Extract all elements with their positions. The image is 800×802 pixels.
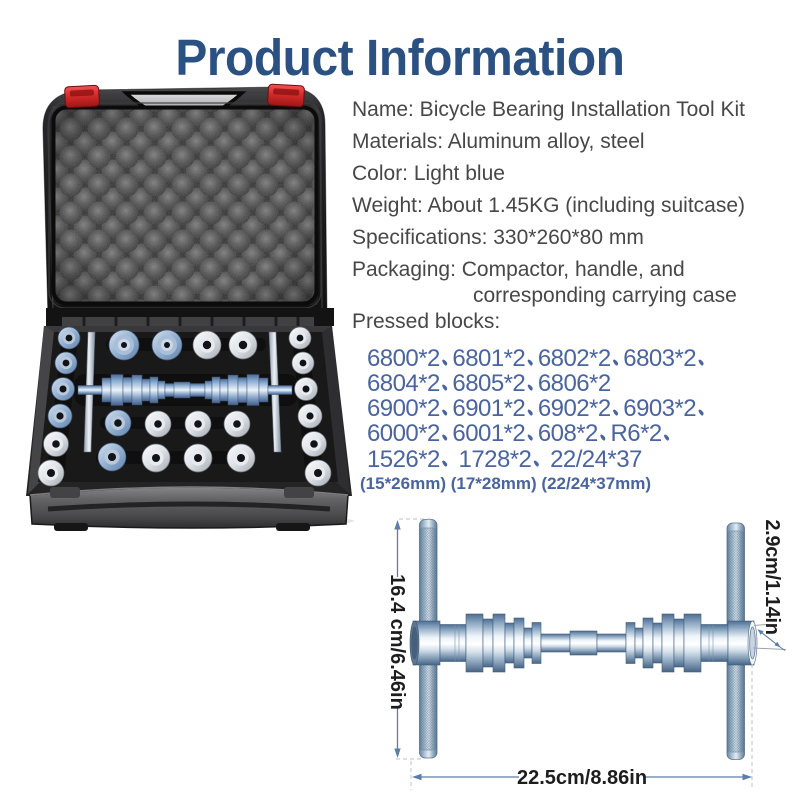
disc-row-bottom (97, 442, 256, 473)
latch-right-icon (267, 83, 305, 108)
lid-foam (48, 102, 322, 309)
spec-specifications: Specifications: 330*260*80 mm (352, 226, 644, 250)
spec-pressed-blocks-label: Pressed blocks: (352, 310, 501, 334)
pressed-blocks-line: 1526*2、 1728*2、 22/24*37 (367, 445, 642, 473)
disc-row-top (108, 329, 258, 361)
case-hinge-band (46, 308, 334, 328)
disc-column-right (288, 326, 332, 487)
spec-list: Name: Bicycle Bearing Installation Tool … (352, 94, 798, 493)
pressed-blocks-line: 6900*2、6901*2、6902*2、6903*2、 (367, 395, 709, 423)
disc-row-middle (104, 409, 251, 438)
spec-weight: Weight: About 1.45KG (including suitcase… (352, 194, 746, 218)
spec-color: Color: Light blue (352, 162, 505, 186)
case-lid (42, 86, 328, 319)
spec-name: Name: Bicycle Bearing Installation Tool … (352, 98, 745, 121)
pressed-blocks-line: 6804*2、6805*2、6806*2 (367, 369, 611, 397)
page-title: Product Information (175, 29, 625, 86)
pressed-blocks-line: 6000*2、6001*2、608*2、R6*2、 (367, 420, 675, 448)
tool-diagram: 16.4 cm/6.46in 22.5cm/8.86in 2.9 (386, 518, 787, 790)
tray-shaft-tool (77, 374, 293, 406)
dim-length-label: 22.5cm/8.86in (517, 767, 647, 789)
dim-height: 16.4 cm/6.46in (386, 518, 430, 760)
dim-height-label: 16.4 cm/6.46in (386, 574, 408, 710)
disc-column-left (37, 326, 81, 487)
dim-diameter-label: 2.9cm/1.14in (761, 519, 783, 634)
spec-materials: Materials: Aluminum alloy, steel (352, 130, 645, 154)
spec-packaging: Packaging: Compactor, handle, and (352, 258, 685, 282)
case-illustration (26, 83, 354, 531)
pressed-blocks-list: 6800*2、6801*2、6802*2、6803*2、 6804*2、6805… (352, 346, 798, 493)
shaft-assembly (409, 613, 758, 673)
product-photo (22, 80, 362, 532)
latch-left-icon (64, 84, 100, 109)
dim-diameter: 2.9cm/1.14in (752, 519, 787, 651)
spec-packaging-cont: corresponding carrying case (473, 283, 737, 307)
pressed-blocks-note: (15*26mm) (17*28mm) (22/24*37mm) (360, 473, 652, 493)
pressed-blocks-line: 6800*2、6801*2、6802*2、6803*2、 (367, 344, 709, 372)
dim-length: 22.5cm/8.86in (410, 664, 753, 790)
dimension-diagram: 16.4 cm/6.46in 22.5cm/8.86in 2.9 (378, 505, 800, 797)
